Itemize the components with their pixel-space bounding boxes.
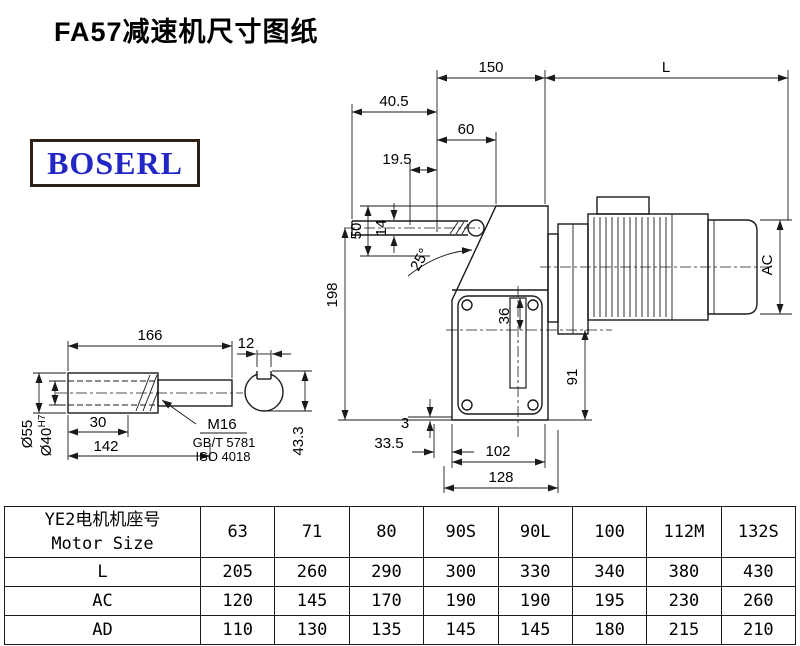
logo-text: BOSERL — [47, 144, 183, 181]
dim-dia40-tolerance: H7 — [37, 414, 48, 427]
col-header-90s: 90S — [423, 506, 499, 558]
dim-166: 166 — [137, 327, 162, 344]
cell-AC-5: 195 — [571, 586, 648, 616]
motor-size-table: YE2电机机座号 Motor Size 63 71 80 90S 90L 100… — [4, 506, 797, 645]
fan-cowl — [707, 219, 758, 315]
cell-AC-4: 190 — [497, 586, 573, 616]
cell-AC-1: 145 — [274, 586, 350, 616]
dim-12: 12 — [238, 335, 255, 352]
cell-AC-0: 120 — [199, 586, 276, 616]
cell-L-6: 380 — [646, 557, 722, 587]
cell-L-7: 430 — [720, 557, 797, 587]
cell-AD-3: 145 — [423, 615, 499, 645]
header-motor-size: YE2电机机座号 Motor Size — [4, 506, 201, 558]
col-header-63: 63 — [199, 506, 276, 558]
dim-30: 30 — [90, 414, 107, 431]
cell-AC-6: 230 — [646, 586, 722, 616]
terminal-box — [596, 196, 650, 215]
dimension-drawing: 150 L 40.5 60 19.5 50 14 198 25° 36 91 A… — [19, 59, 792, 493]
cell-L-1: 260 — [274, 557, 350, 587]
row-label-L: L — [4, 557, 201, 587]
cell-AC-2: 170 — [348, 586, 425, 616]
table-row-AD: AD 110 130 135 145 145 180 215 210 — [4, 615, 797, 645]
boserl-logo: BOSERL — [30, 139, 200, 187]
label-standard-gb: GB/T 5781 — [193, 435, 256, 450]
cell-L-4: 330 — [497, 557, 573, 587]
dim-14: 14 — [373, 220, 390, 237]
cell-L-3: 300 — [423, 557, 499, 587]
dim-AC: AC — [759, 254, 776, 275]
cell-AD-6: 215 — [646, 615, 722, 645]
col-header-90l: 90L — [497, 506, 573, 558]
dim-142: 142 — [93, 438, 118, 455]
motor-outline — [547, 196, 758, 335]
shaft-detail-view: 166 12 43.3 Ø55 Ø40 H7 30 142 M16 GB/T 5… — [19, 327, 312, 464]
header-line2: Motor Size — [51, 534, 154, 554]
dim-50: 50 — [348, 223, 365, 240]
label-standard-iso: ISO 4018 — [196, 449, 251, 464]
col-header-112m: 112M — [646, 506, 722, 558]
dim-33-5: 33.5 — [374, 435, 403, 452]
cell-AD-5: 180 — [571, 615, 648, 645]
dim-dia55: Ø55 — [19, 420, 36, 448]
dim-angle-25: 25° — [407, 246, 433, 274]
dim-3: 3 — [401, 415, 409, 432]
cell-AD-2: 135 — [348, 615, 425, 645]
dim-60: 60 — [458, 121, 475, 138]
page-title: FA57减速机尺寸图纸 — [54, 17, 319, 47]
cell-AD-0: 110 — [199, 615, 276, 645]
dim-198: 198 — [324, 282, 341, 307]
cell-L-0: 205 — [199, 557, 276, 587]
shaft-cross-section — [244, 369, 284, 412]
dim-40-5: 40.5 — [379, 93, 408, 110]
dim-128: 128 — [488, 469, 513, 486]
cell-AD-7: 210 — [720, 615, 797, 645]
main-view: 150 L 40.5 60 19.5 50 14 198 25° 36 91 A… — [324, 59, 792, 493]
dim-L: L — [662, 59, 670, 76]
dim-43-3: 43.3 — [290, 426, 307, 455]
cell-AD-4: 145 — [497, 615, 573, 645]
dim-102: 102 — [485, 443, 510, 460]
col-header-71: 71 — [274, 506, 350, 558]
dim-dia40: Ø40 — [38, 428, 55, 456]
table-row-AC: AC 120 145 170 190 190 195 230 260 — [4, 586, 797, 616]
cell-AD-1: 130 — [274, 615, 350, 645]
cell-L-5: 340 — [571, 557, 648, 587]
cell-AC-3: 190 — [423, 586, 499, 616]
shaft-dimension-lines — [35, 342, 309, 460]
dimension-lines — [341, 74, 788, 492]
label-thread-m16: M16 — [207, 416, 236, 433]
dim-19-5: 19.5 — [382, 151, 411, 168]
shaft-dimension-labels: 166 12 43.3 Ø55 Ø40 H7 30 142 M16 GB/T 5… — [19, 327, 307, 464]
col-header-100: 100 — [571, 506, 648, 558]
dim-91: 91 — [564, 369, 581, 386]
col-header-132s: 132S — [720, 506, 797, 558]
header-line1: YE2电机机座号 — [44, 510, 161, 530]
centerlines — [344, 227, 770, 438]
dim-150: 150 — [478, 59, 503, 76]
cell-L-2: 290 — [348, 557, 425, 587]
shaft-geometry — [56, 372, 243, 414]
row-label-AC: AC — [4, 586, 201, 616]
dim-36: 36 — [496, 308, 513, 325]
row-label-AD: AD — [4, 615, 201, 645]
table-row-L: L 205 260 290 300 330 340 380 430 — [4, 557, 797, 587]
shaft-extension-lines — [33, 341, 312, 461]
cell-AC-7: 260 — [720, 586, 797, 616]
col-header-80: 80 — [348, 506, 425, 558]
table-header-row: YE2电机机座号 Motor Size 63 71 80 90S 90L 100… — [4, 506, 797, 558]
